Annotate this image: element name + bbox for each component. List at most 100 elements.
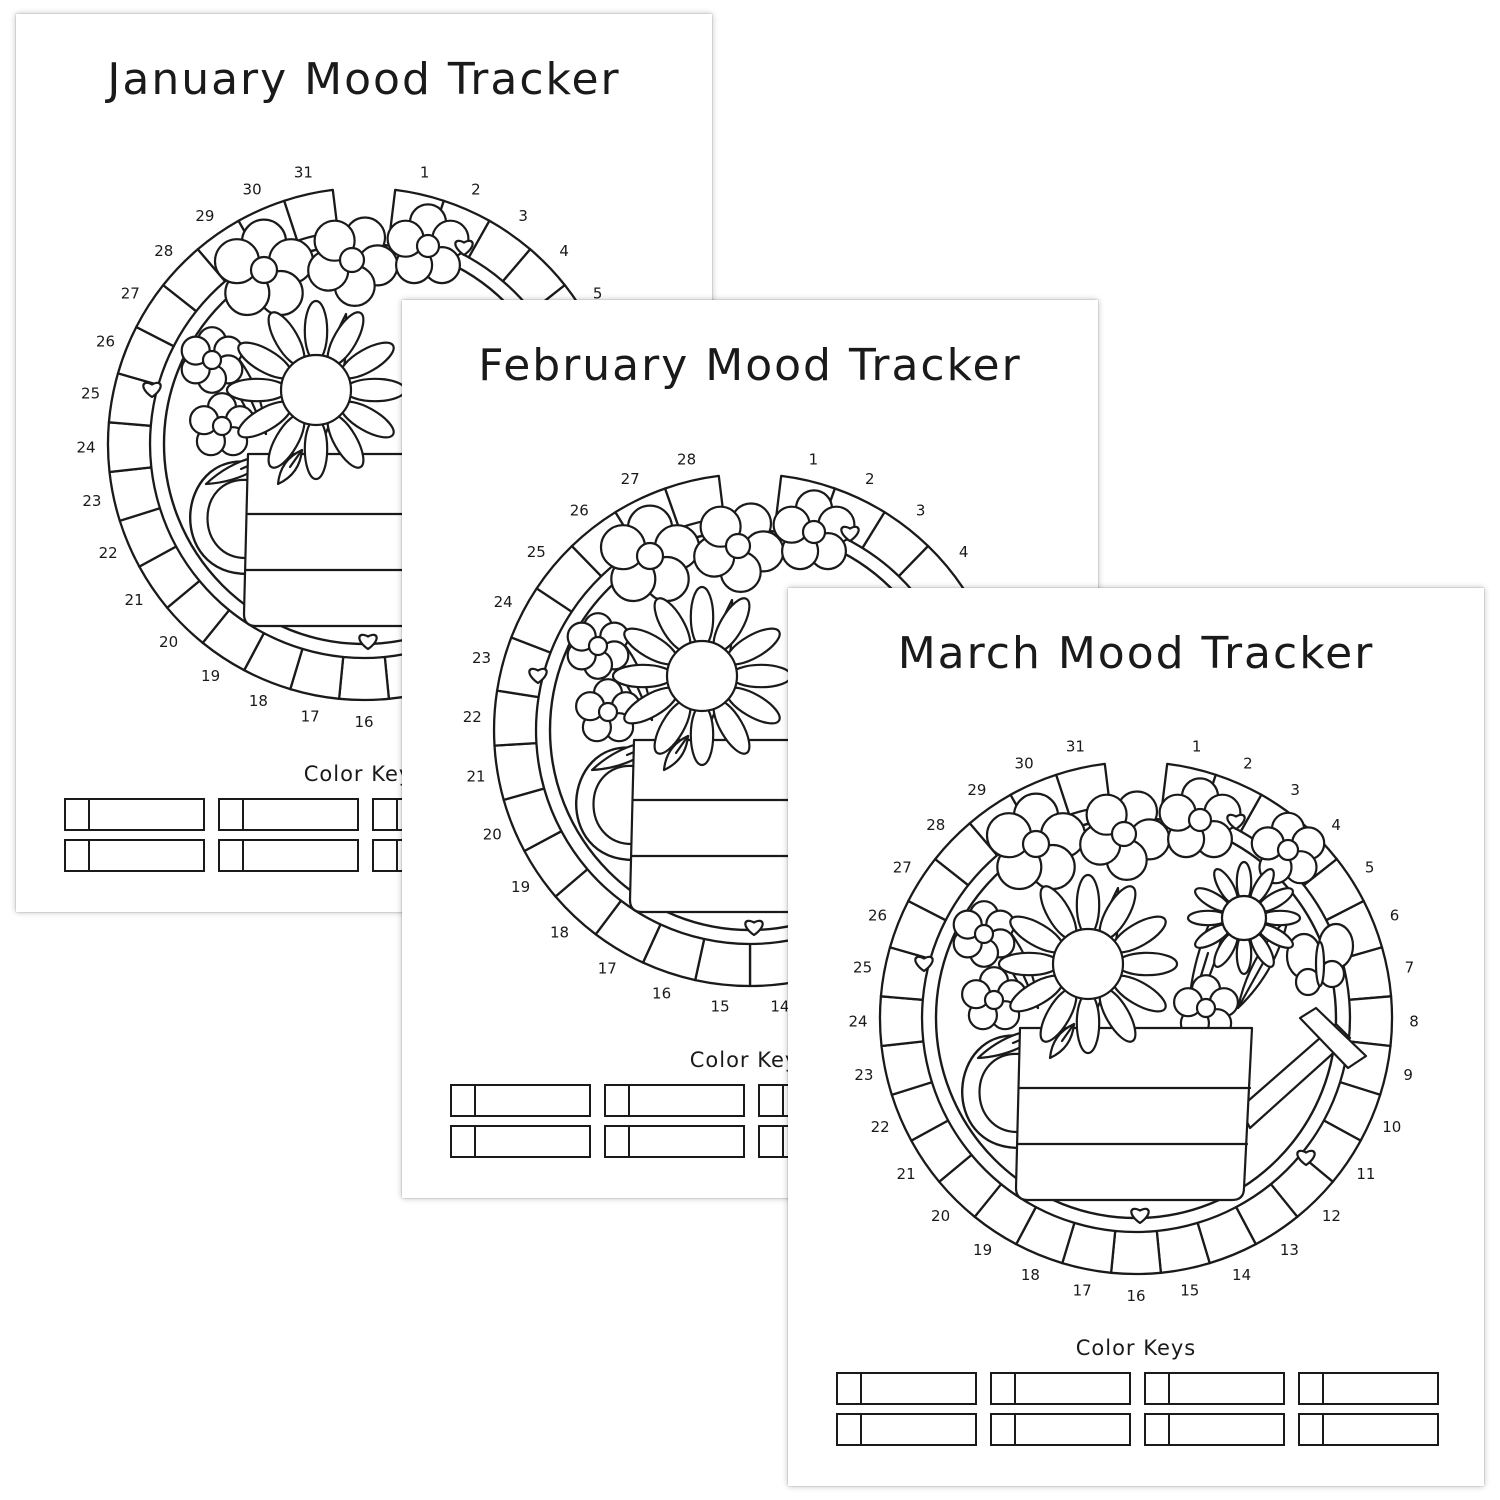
color-key-swatch[interactable] xyxy=(220,841,244,870)
day-1-label: 1 xyxy=(809,450,819,468)
day-21-label: 21 xyxy=(466,768,485,786)
color-key-swatch[interactable] xyxy=(606,1086,630,1115)
color-key-box[interactable] xyxy=(450,1084,591,1117)
day-29-label: 29 xyxy=(967,781,986,799)
page-title: March Mood Tracker xyxy=(897,628,1375,679)
day-28-label: 28 xyxy=(926,816,945,834)
day-4-label: 4 xyxy=(1331,816,1341,834)
day-19-label: 19 xyxy=(201,667,220,685)
day-26-label: 26 xyxy=(868,907,887,925)
day-26-label: 26 xyxy=(570,502,589,520)
day-17-label: 17 xyxy=(598,960,617,978)
color-key-box[interactable] xyxy=(64,798,205,831)
flower xyxy=(575,678,641,743)
day-1-label: 1 xyxy=(1192,738,1202,756)
color-key-swatch[interactable] xyxy=(992,1415,1016,1444)
flower xyxy=(599,504,701,603)
flower xyxy=(772,489,856,571)
daisy xyxy=(225,299,407,481)
day-21-cell[interactable] xyxy=(493,741,546,802)
day-5-label: 5 xyxy=(1365,859,1375,877)
color-key-box[interactable] xyxy=(218,839,359,872)
color-keys-label: Color Keys xyxy=(1075,1336,1197,1360)
flower xyxy=(386,203,470,285)
day-8-cell[interactable] xyxy=(1347,995,1394,1048)
spout-head xyxy=(1298,1006,1368,1070)
color-key-box[interactable] xyxy=(836,1372,977,1405)
day-24-cell[interactable] xyxy=(878,995,925,1048)
color-key-swatch[interactable] xyxy=(838,1415,862,1444)
day-15-label: 15 xyxy=(1180,1282,1199,1300)
color-key-swatch[interactable] xyxy=(374,800,398,829)
flower xyxy=(180,326,244,394)
color-key-box[interactable] xyxy=(604,1125,745,1158)
color-key-box[interactable] xyxy=(990,1372,1131,1405)
color-key-box[interactable] xyxy=(1298,1372,1439,1405)
day-24-cell[interactable] xyxy=(106,421,153,474)
day-31-label: 31 xyxy=(1066,738,1085,756)
day-9-label: 9 xyxy=(1403,1066,1413,1084)
day-24-label: 24 xyxy=(848,1012,867,1030)
day-14-label: 14 xyxy=(1232,1266,1251,1284)
color-key-swatch[interactable] xyxy=(1146,1374,1170,1403)
day-22-label: 22 xyxy=(99,544,118,562)
color-key-swatch[interactable] xyxy=(220,800,244,829)
flower xyxy=(213,218,315,317)
flower xyxy=(985,792,1087,891)
day-29-label: 29 xyxy=(195,207,214,225)
color-key-swatch[interactable] xyxy=(374,841,398,870)
color-key-swatch[interactable] xyxy=(1300,1415,1324,1444)
color-key-swatch[interactable] xyxy=(838,1374,862,1403)
heart-icon xyxy=(1296,1149,1316,1167)
day-19-label: 19 xyxy=(973,1241,992,1259)
butterfly-icon xyxy=(1285,922,1355,997)
day-2-label: 2 xyxy=(471,181,481,199)
heart-icon xyxy=(840,525,860,543)
flower xyxy=(952,900,1016,968)
day-16-label: 16 xyxy=(652,985,671,1003)
day-2-label: 2 xyxy=(1243,755,1253,773)
can-handle xyxy=(961,1034,1022,1150)
day-20-label: 20 xyxy=(931,1207,950,1225)
color-key-swatch[interactable] xyxy=(606,1127,630,1156)
color-key-swatch[interactable] xyxy=(66,800,90,829)
day-10-label: 10 xyxy=(1382,1118,1401,1136)
day-16-cell[interactable] xyxy=(337,655,391,702)
day-11-label: 11 xyxy=(1356,1165,1375,1183)
color-key-swatch[interactable] xyxy=(452,1127,476,1156)
day-2-label: 2 xyxy=(865,470,875,488)
day-23-label: 23 xyxy=(854,1066,873,1084)
day-3-label: 3 xyxy=(1290,781,1300,799)
color-key-swatch[interactable] xyxy=(992,1374,1016,1403)
day-19-label: 19 xyxy=(511,878,530,896)
day-17-label: 17 xyxy=(301,708,320,726)
color-key-box[interactable] xyxy=(64,839,205,872)
day-12-label: 12 xyxy=(1322,1207,1341,1225)
color-key-swatch[interactable] xyxy=(760,1127,784,1156)
color-key-swatch[interactable] xyxy=(1146,1415,1170,1444)
color-key-box[interactable] xyxy=(1298,1413,1439,1446)
color-key-box[interactable] xyxy=(450,1125,591,1158)
color-key-box[interactable] xyxy=(218,798,359,831)
day-25-label: 25 xyxy=(81,385,100,403)
color-key-swatch[interactable] xyxy=(66,841,90,870)
color-key-box[interactable] xyxy=(1144,1372,1285,1405)
day-28-label: 28 xyxy=(677,450,696,468)
day-21-label: 21 xyxy=(125,591,144,609)
day-18-label: 18 xyxy=(249,692,268,710)
color-key-box[interactable] xyxy=(990,1413,1131,1446)
heart-icon xyxy=(142,381,162,399)
color-key-swatch[interactable] xyxy=(452,1086,476,1115)
day-22-cell[interactable] xyxy=(492,689,540,747)
color-key-box[interactable] xyxy=(836,1413,977,1446)
day-16-cell[interactable] xyxy=(1109,1229,1163,1276)
day-7-label: 7 xyxy=(1405,959,1415,977)
color-key-box[interactable] xyxy=(604,1084,745,1117)
daisy xyxy=(611,585,793,767)
color-key-box[interactable] xyxy=(1144,1413,1285,1446)
day-22-label: 22 xyxy=(871,1118,890,1136)
color-key-swatch[interactable] xyxy=(1300,1374,1324,1403)
daisy xyxy=(1186,860,1302,976)
color-key-swatch[interactable] xyxy=(760,1086,784,1115)
flower-bouquet xyxy=(914,777,1368,1225)
